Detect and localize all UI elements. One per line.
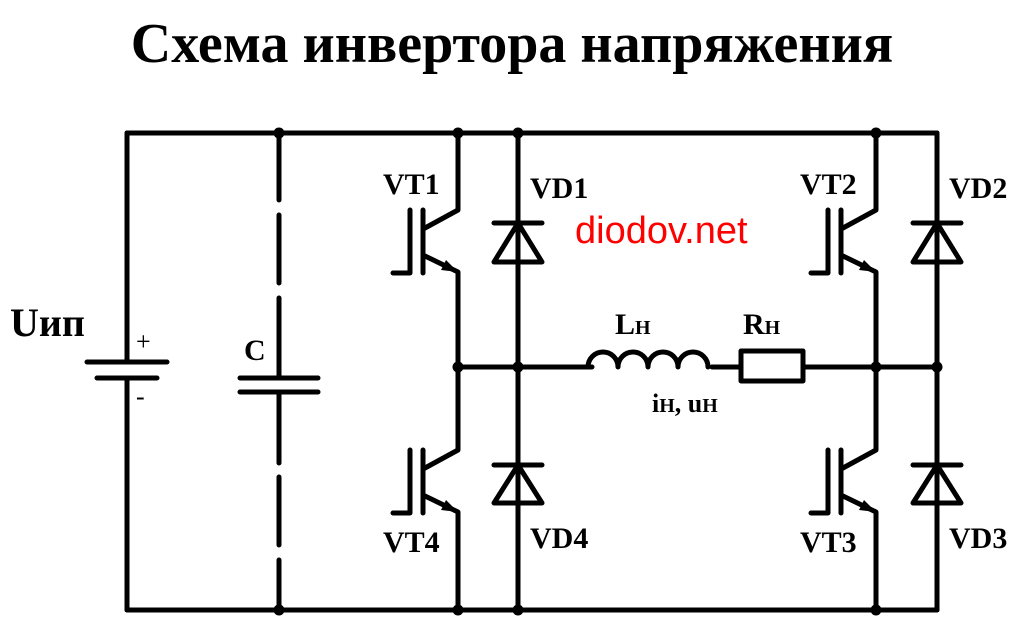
vt3-label: VT3 (800, 526, 857, 559)
igbt-vt4 (390, 364, 461, 613)
inductor-label: LН (615, 308, 651, 341)
capacitor-symbol (237, 130, 321, 613)
vd2-label: VD2 (949, 172, 1007, 205)
source-label: Uип (10, 300, 85, 345)
diode-vd4 (491, 364, 545, 613)
diagram-title: Схема инвертора напряжения (131, 13, 893, 75)
current-voltage-label: iН, uН (652, 389, 718, 418)
diode-vd1 (491, 130, 545, 370)
diode-vd3 (910, 364, 964, 613)
vd3-label: VD3 (949, 522, 1007, 555)
vd1-label: VD1 (530, 172, 588, 205)
vt2-label: VT2 (800, 168, 857, 201)
watermark: diodov.net (575, 210, 748, 252)
igbt-vt3 (808, 364, 879, 613)
plus-sign: + (136, 327, 151, 356)
diode-vd2 (910, 130, 964, 370)
igbt-vt2 (808, 130, 879, 370)
capacitor-label: C (244, 334, 266, 367)
vt4-label: VT4 (383, 526, 440, 559)
minus-sign: - (136, 382, 145, 411)
resistor-symbol (738, 348, 806, 384)
battery-symbol (84, 130, 170, 613)
igbt-vt1 (390, 130, 461, 370)
vt1-label: VT1 (383, 168, 440, 201)
resistor-label: RН (743, 308, 781, 341)
inductor-symbol (585, 349, 711, 370)
vd4-label: VD4 (530, 522, 588, 555)
junction-dots (273, 127, 943, 616)
